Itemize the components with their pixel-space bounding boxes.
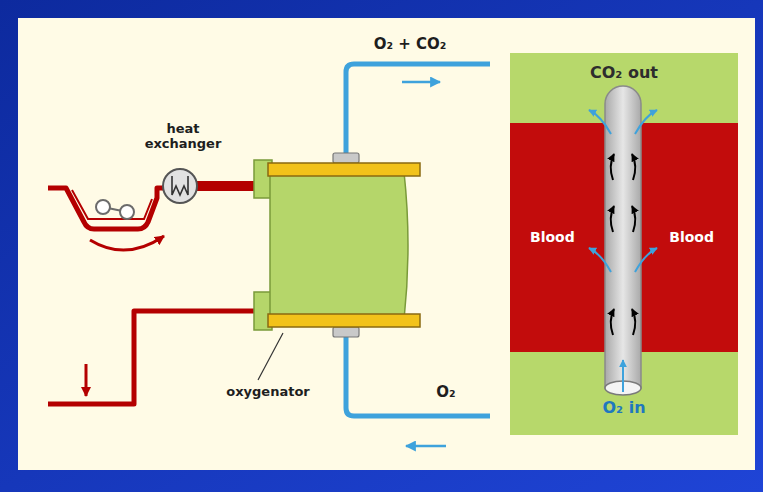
band-text: Blood [669, 229, 714, 246]
band-text: Blood [530, 229, 575, 246]
diffusion-arrow [589, 248, 611, 272]
flow-arrow [402, 81, 440, 84]
heat-exchanger-coil [172, 176, 188, 195]
pump-rotation-arrow [90, 236, 164, 250]
oxygenator-cap [333, 327, 359, 337]
oxygenator-body [270, 172, 408, 320]
label-holder: heat exchanger [135, 121, 231, 151]
flow-arrow [406, 445, 446, 448]
pump-roller [96, 200, 110, 214]
gas-band [510, 352, 738, 435]
gas-label: O₂ [436, 384, 455, 401]
gas-in-line [346, 334, 490, 416]
leader-line [258, 333, 283, 380]
diffusion-arrow [635, 248, 657, 272]
gas-out-line [346, 64, 490, 156]
gas-arrow [611, 154, 614, 180]
flow-arrow [85, 364, 88, 396]
band-text: O₂ in [602, 398, 645, 417]
diffusion-arrow [589, 110, 611, 134]
blood-line [48, 311, 254, 404]
label-holder: oxygenator [226, 384, 310, 399]
blood-line [48, 188, 164, 229]
oxygenator-flange [268, 163, 420, 176]
label-holder: O₂ + CO₂ [374, 36, 447, 53]
gas-arrow [632, 206, 635, 232]
gas-label: O₂ + CO₂ [374, 36, 447, 53]
gas-arrow [611, 206, 614, 232]
ground [18, 18, 755, 470]
part-label: heat exchanger [135, 121, 231, 151]
blood-line [196, 181, 256, 191]
part-label: oxygenator [226, 384, 310, 399]
blood-band: Blood Blood [510, 123, 738, 352]
oxygenator-flange [268, 314, 420, 327]
pump-roller [120, 205, 134, 219]
pump-trough [72, 190, 152, 219]
gas-in-arrow [622, 360, 624, 392]
gas-arrow [632, 154, 635, 180]
gas-band: CO₂ out [510, 53, 738, 123]
gas-band: O₂ in [510, 352, 738, 435]
heat-exchanger-symbol [163, 169, 197, 203]
diffusion-arrow [635, 110, 657, 134]
oxygenator-cap [333, 153, 359, 163]
gas-arrow [632, 309, 635, 335]
gas-arrow [611, 309, 614, 335]
label-holder: O₂ [436, 384, 455, 401]
band-text: CO₂ out [590, 63, 658, 82]
